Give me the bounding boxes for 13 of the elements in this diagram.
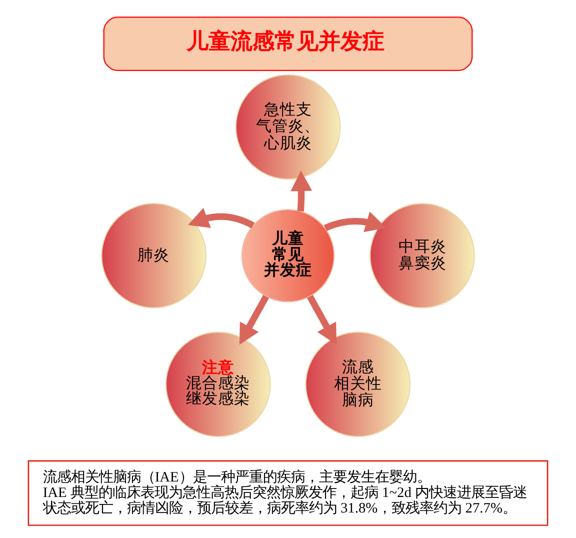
node-circle: 儿童常见并发症 bbox=[241, 209, 335, 302]
node-circle: 注意 混合感染 继发感染 bbox=[165, 332, 271, 438]
node-circle: 肺炎 bbox=[101, 203, 206, 308]
node-circle: 急性支气管炎、心肌炎 bbox=[235, 74, 341, 180]
node-circle: 中耳炎 鼻窦炎 bbox=[370, 203, 475, 308]
arrow bbox=[307, 294, 337, 345]
node-box: 流感相关性脑病（IAE）是一种严重的疾病，主要发生在婴幼。 IAE 典型的临床表现为急性高热后突然惊厥发作，起病 1~2d 内快速进展至昏迷状态或死亡，病情凶险，预后较差，病死率约为 31.8%，致残率约为 27.7%。 bbox=[28, 460, 548, 526]
arrow bbox=[290, 170, 312, 212]
diagram-title: 儿童流感常见并发症 bbox=[186, 28, 385, 54]
arrow bbox=[239, 294, 269, 345]
arrow bbox=[188, 208, 255, 228]
node-circle: 流感相关性脑病 bbox=[305, 332, 411, 438]
arrow bbox=[324, 212, 386, 232]
